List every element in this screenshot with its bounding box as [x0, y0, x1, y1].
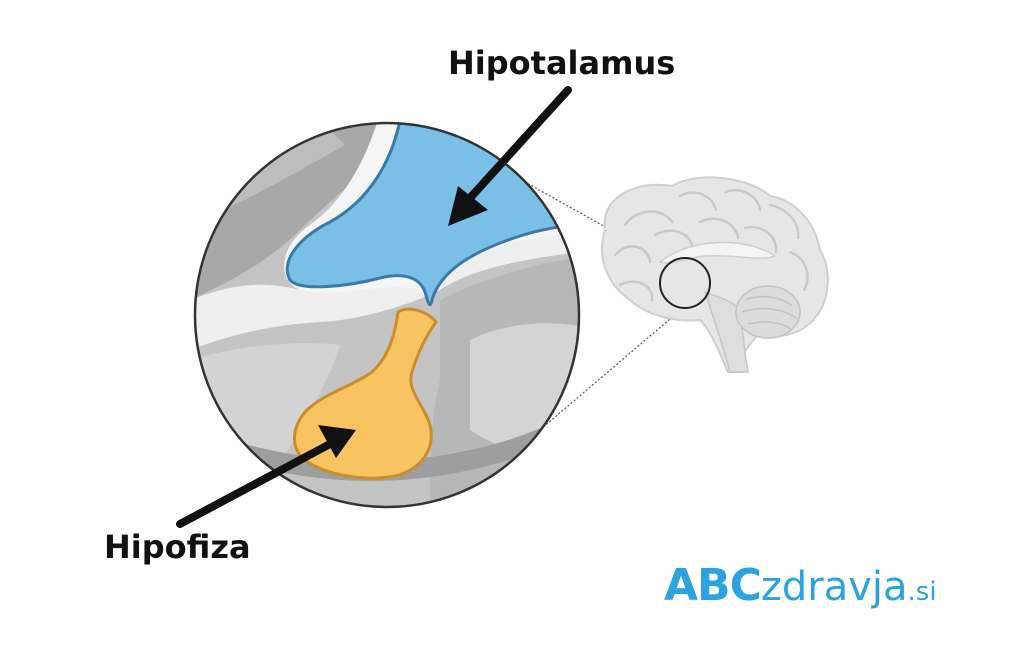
arrow-to-hypothalamus: [448, 86, 572, 226]
brain-sagittal-illustration: [601, 176, 829, 373]
pituitary-label: Hipofiza: [104, 528, 251, 566]
logo-zdravja-text: zdravja: [760, 564, 908, 610]
logo-abc-text: ABC: [664, 560, 762, 611]
arrow-to-pituitary: [176, 425, 356, 528]
region-highlight-circle: [659, 257, 711, 309]
hypothalamus-label: Hipotalamus: [448, 44, 676, 82]
magnifier-circle-outline: [193, 121, 581, 509]
logo-tld-text: .si: [907, 577, 937, 607]
site-logo: ABCzdravja.si: [664, 560, 937, 611]
